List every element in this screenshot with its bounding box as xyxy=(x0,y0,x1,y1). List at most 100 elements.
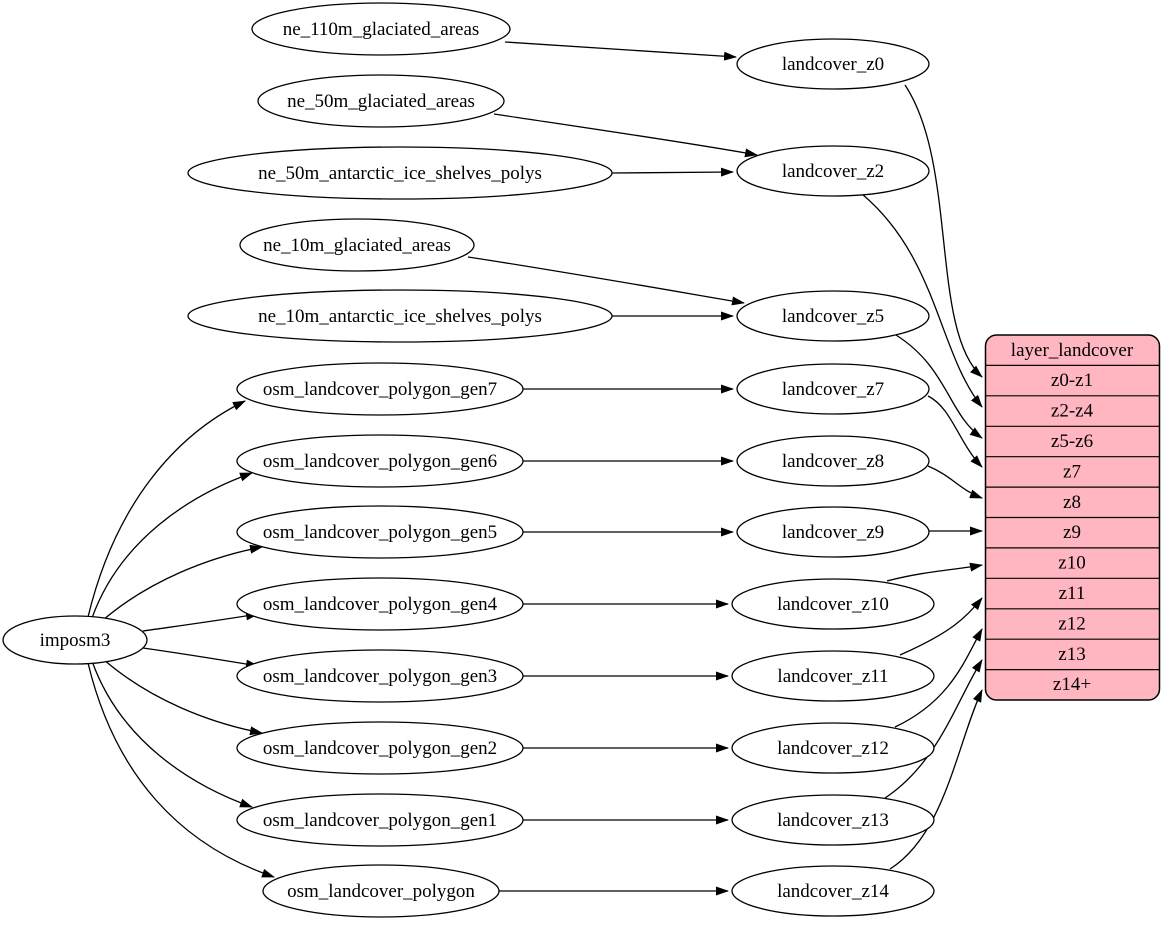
edge-z7-to-row-z7 xyxy=(927,395,983,468)
node-osm-landcover-polygon-gen2-shape xyxy=(236,721,524,775)
edge-z10-to-row-z10 xyxy=(886,562,983,582)
edge-ne50m-antarctic-to-z2 xyxy=(611,167,734,177)
node-osm-landcover-polygon-gen2-label: osm_landcover_polygon_gen2 xyxy=(263,738,497,759)
edge-z2-to-row-z2z4 xyxy=(861,193,983,408)
node-osm-landcover-polygon-gen4: osm_landcover_polygon_gen4 xyxy=(236,577,524,631)
node-osm-landcover-polygon-gen7: osm_landcover_polygon_gen7 xyxy=(236,362,524,416)
node-ne-50m-glaciated-areas: ne_50m_glaciated_areas xyxy=(257,74,505,128)
layer-landcover-row-z2-z4: z2-z4 xyxy=(1051,401,1094,422)
node-osm-landcover-polygon-gen6-shape xyxy=(236,434,524,488)
node-landcover-z8: landcover_z8 xyxy=(736,435,930,487)
edge-z5-to-row-z5z6 xyxy=(895,334,983,439)
node-osm-landcover-polygon-gen6-label: osm_landcover_polygon_gen6 xyxy=(263,451,497,472)
node-landcover-z5: landcover_z5 xyxy=(736,290,930,342)
node-ne-10m-glaciated-areas-label: ne_10m_glaciated_areas xyxy=(263,235,451,256)
node-landcover-z13-label: landcover_z13 xyxy=(777,810,889,831)
node-landcover-z0: landcover_z0 xyxy=(736,38,930,90)
node-landcover-z10-shape xyxy=(731,578,935,630)
edge-imposm3-to-gen1 xyxy=(91,660,253,808)
node-ne-10m-glaciated-areas: ne_10m_glaciated_areas xyxy=(239,218,475,272)
node-osm-landcover-polygon-gen5-shape xyxy=(236,505,524,559)
node-ne-110m-glaciated-areas-shape xyxy=(251,2,511,56)
node-ne-10m-glaciated-areas-shape xyxy=(239,218,475,272)
edge-imposm3-to-gen5 xyxy=(102,544,263,621)
layer-landcover-row-z7: z7 xyxy=(1063,462,1081,483)
layer-landcover-row-z12: z12 xyxy=(1058,614,1085,635)
node-landcover-z7: landcover_z7 xyxy=(736,363,930,415)
node-landcover-z10-label: landcover_z10 xyxy=(777,594,889,615)
node-osm-landcover-polygon-gen1-label: osm_landcover_polygon_gen1 xyxy=(263,810,497,831)
node-landcover-z7-label: landcover_z7 xyxy=(782,379,884,400)
node-landcover-z8-label: landcover_z8 xyxy=(782,451,884,472)
edge-z0-to-row-z0z1 xyxy=(904,84,983,378)
node-ne-50m-glaciated-areas-shape xyxy=(257,74,505,128)
edge-z12-to-row-z12 xyxy=(894,628,983,728)
node-landcover-z14-label: landcover_z14 xyxy=(777,881,889,902)
layer-landcover-row-z14plus: z14+ xyxy=(1053,674,1091,695)
node-landcover-z11-shape xyxy=(731,650,935,702)
edge-imposm3-to-gen3 xyxy=(142,647,259,669)
layer-landcover-row-z11: z11 xyxy=(1059,583,1086,604)
node-osm-landcover-polygon-gen3: osm_landcover_polygon_gen3 xyxy=(236,649,524,703)
node-osm-landcover-polygon-gen4-label: osm_landcover_polygon_gen4 xyxy=(263,594,498,615)
node-landcover-z0-label: landcover_z0 xyxy=(782,54,884,75)
node-imposm3-label: imposm3 xyxy=(40,630,111,651)
node-ne-110m-glaciated-areas-label: ne_110m_glaciated_areas xyxy=(283,19,480,40)
node-landcover-z9: landcover_z9 xyxy=(736,506,930,558)
node-ne-50m-antarctic-ice-shelves-polys: ne_50m_antarctic_ice_shelves_polys xyxy=(187,146,613,200)
node-landcover-z14-shape xyxy=(731,865,935,917)
node-osm-landcover-polygon-gen1-shape xyxy=(236,793,524,847)
node-landcover-z8-shape xyxy=(736,435,930,487)
node-landcover-z2-label: landcover_z2 xyxy=(782,161,884,182)
node-osm-landcover-polygon-gen4-shape xyxy=(236,577,524,631)
node-osm-landcover-polygon-gen7-shape xyxy=(236,362,524,416)
edge-ne10m-glaciated-to-z5 xyxy=(467,256,745,306)
edge-imposm3-to-polygon xyxy=(87,662,275,878)
node-landcover-z12-label: landcover_z12 xyxy=(777,738,889,759)
node-landcover-z0-shape xyxy=(736,38,930,90)
node-landcover-z5-shape xyxy=(736,290,930,342)
node-osm-landcover-polygon-gen3-label: osm_landcover_polygon_gen3 xyxy=(263,666,497,687)
layer-landcover-row-z9: z9 xyxy=(1063,522,1081,543)
edge-z11-to-row-z11 xyxy=(899,597,983,656)
edge-z14-to-row-z14plus xyxy=(889,689,983,870)
node-landcover-z5-label: landcover_z5 xyxy=(782,306,884,327)
layer-landcover-row-z5-z6: z5-z6 xyxy=(1051,431,1093,452)
node-landcover-z11: landcover_z11 xyxy=(731,650,935,702)
node-landcover-z2: landcover_z2 xyxy=(736,145,930,197)
edge-imposm3-to-gen6 xyxy=(91,472,253,619)
node-ne-10m-antarctic-ice-shelves-polys-shape xyxy=(187,289,613,343)
layer-landcover-row-z13: z13 xyxy=(1058,644,1085,665)
node-landcover-z11-label: landcover_z11 xyxy=(777,666,888,687)
node-osm-landcover-polygon-gen5: osm_landcover_polygon_gen5 xyxy=(236,505,524,559)
node-osm-landcover-polygon-gen2: osm_landcover_polygon_gen2 xyxy=(236,721,524,775)
node-ne-50m-glaciated-areas-label: ne_50m_glaciated_areas xyxy=(287,91,475,112)
node-landcover-z13: landcover_z13 xyxy=(731,794,935,846)
node-osm-landcover-polygon-gen7-label: osm_landcover_polygon_gen7 xyxy=(263,379,497,400)
node-landcover-z14: landcover_z14 xyxy=(731,865,935,917)
node-landcover-z12-shape xyxy=(731,722,935,774)
edge-ne110m-to-z0 xyxy=(504,41,737,61)
node-osm-landcover-polygon: osm_landcover_polygon xyxy=(262,864,500,918)
edge-ne50m-glaciated-to-z2 xyxy=(493,113,758,158)
node-ne-50m-antarctic-ice-shelves-polys-label: ne_50m_antarctic_ice_shelves_polys xyxy=(258,163,542,184)
edge-imposm3-to-gen7 xyxy=(87,400,246,618)
layer-landcover-row-z10: z10 xyxy=(1058,553,1085,574)
node-imposm3: imposm3 xyxy=(2,615,148,665)
node-osm-landcover-polygon-label: osm_landcover_polygon xyxy=(287,881,475,902)
node-ne-50m-antarctic-ice-shelves-polys-shape xyxy=(187,146,613,200)
node-ne-10m-antarctic-ice-shelves-polys: ne_10m_antarctic_ice_shelves_polys xyxy=(187,289,613,343)
edge-z13-to-row-z13 xyxy=(884,659,983,799)
node-osm-landcover-polygon-gen3-shape xyxy=(236,649,524,703)
node-landcover-z9-label: landcover_z9 xyxy=(782,522,884,543)
node-osm-landcover-polygon-gen1: osm_landcover_polygon_gen1 xyxy=(236,793,524,847)
node-landcover-z12: landcover_z12 xyxy=(731,722,935,774)
node-osm-landcover-polygon-shape xyxy=(262,864,500,918)
node-landcover-z7-shape xyxy=(736,363,930,415)
node-landcover-z10: landcover_z10 xyxy=(731,578,935,630)
layer-landcover-row-z8: z8 xyxy=(1063,492,1081,513)
layer-landcover-row-z0-z1: z0-z1 xyxy=(1051,370,1093,391)
node-ne-110m-glaciated-areas: ne_110m_glaciated_areas xyxy=(251,2,511,56)
